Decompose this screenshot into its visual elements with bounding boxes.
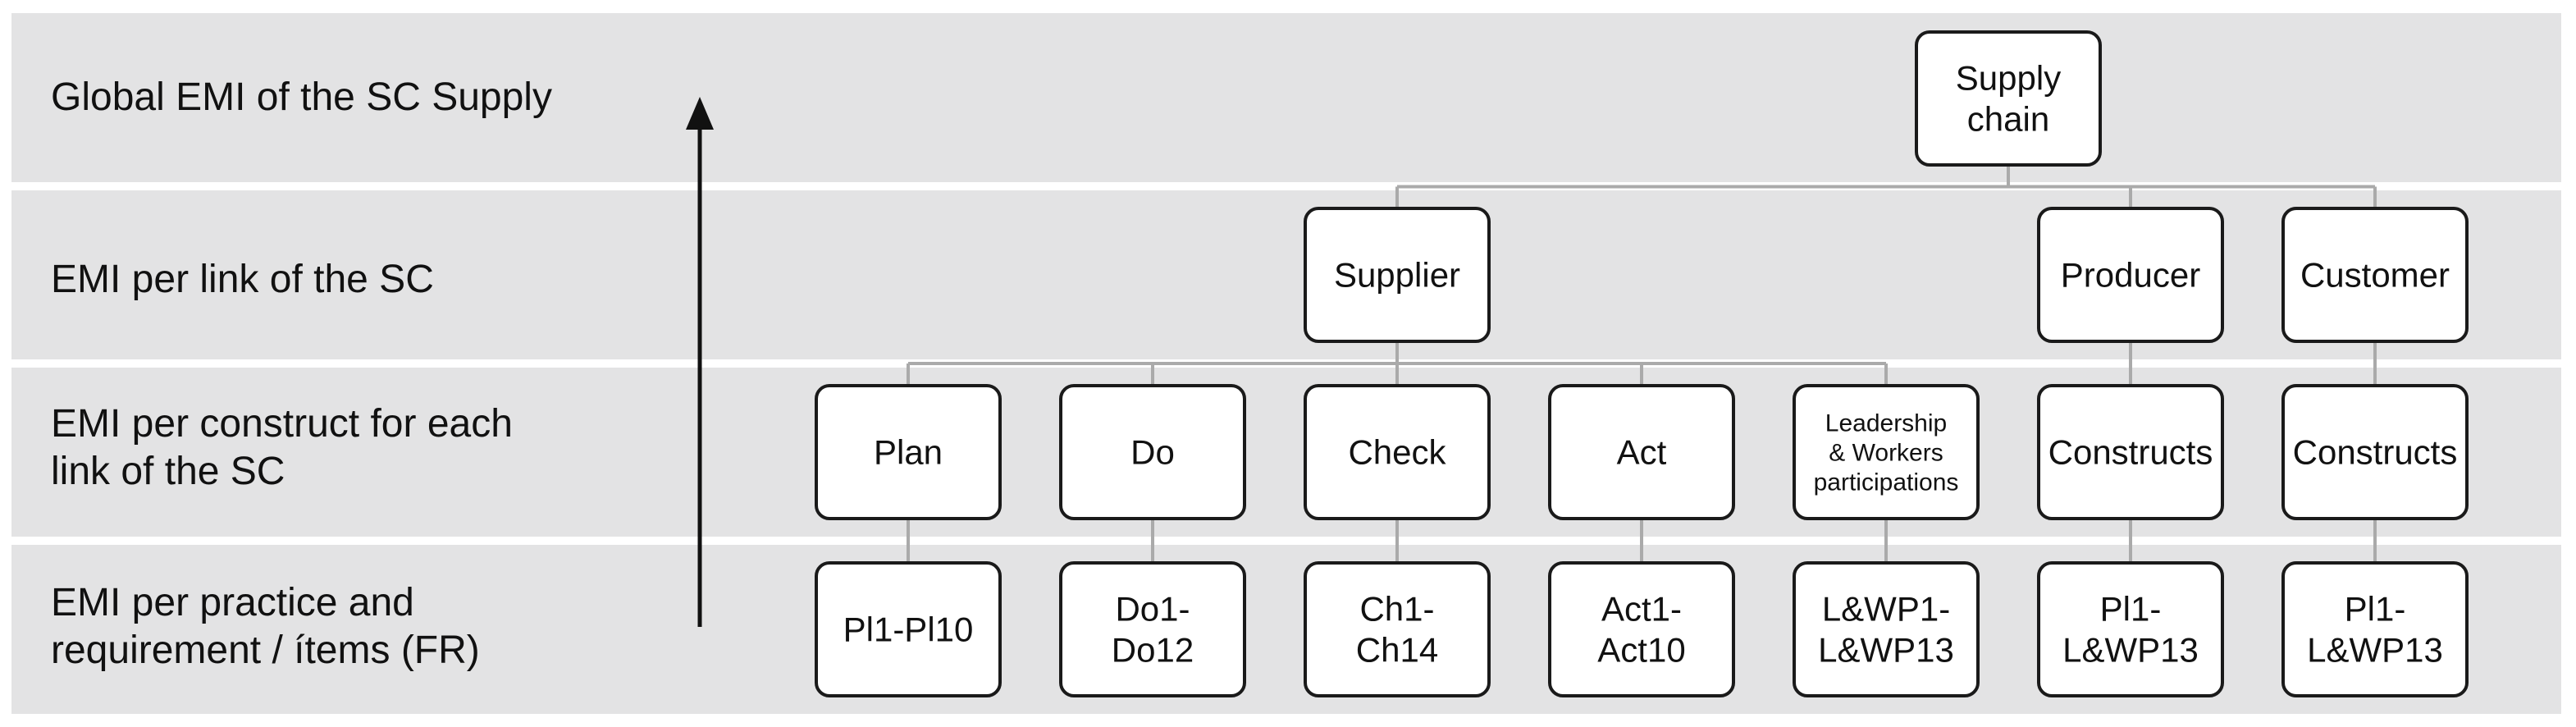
node-box <box>2281 207 2469 343</box>
node-label: Check <box>1348 433 1446 472</box>
node-customer: Customer <box>2281 207 2469 343</box>
node-label: L&WP13 <box>2307 631 2443 670</box>
node-label: Ch1- <box>1359 590 1434 629</box>
node-box <box>1915 30 2102 167</box>
node-customer-items: Pl1-L&WP13 <box>2281 561 2469 697</box>
node-do-items: Do1-Do12 <box>1059 561 1246 697</box>
node-check: Check <box>1304 384 1491 520</box>
node-box <box>1548 561 1735 697</box>
node-act-items: Act1-Act10 <box>1548 561 1735 697</box>
node-box <box>2281 561 2469 697</box>
node-check-items: Ch1-Ch14 <box>1304 561 1491 697</box>
node-plan-items: Pl1-Pl10 <box>815 561 1002 697</box>
level-label-global: Global EMI of the SC Supply <box>51 75 552 119</box>
node-leadership-items: L&WP1-L&WP13 <box>1793 561 1980 697</box>
node-box <box>1793 561 1980 697</box>
level-label-link: EMI per link of the SC <box>51 258 434 301</box>
node-box <box>1793 384 1980 520</box>
node-box <box>2037 384 2224 520</box>
node-producer: Producer <box>2037 207 2224 343</box>
node-label: Pl1- <box>2100 590 2162 629</box>
node-producer-items: Pl1-L&WP13 <box>2037 561 2224 697</box>
node-label: & Workers <box>1829 440 1943 467</box>
node-box <box>1304 384 1491 520</box>
node-label: Customer <box>2300 256 2450 295</box>
level-band-global <box>11 13 2561 182</box>
node-label: Ch14 <box>1356 631 1438 670</box>
node-box <box>1548 384 1735 520</box>
level-label-practice: EMI per practice and requirement / ítems… <box>51 581 480 672</box>
node-box <box>2037 561 2224 697</box>
node-customer-constructs: Constructs <box>2281 384 2469 520</box>
node-label: Producer <box>2061 256 2200 295</box>
node-label: Do <box>1130 433 1175 472</box>
node-label: Supplier <box>1334 256 1460 295</box>
node-plan: Plan <box>815 384 1002 520</box>
node-supplier: Supplier <box>1304 207 1491 343</box>
node-label: Supply <box>1956 59 2061 98</box>
node-label: Pl1-Pl10 <box>843 610 974 649</box>
level-arrow-head <box>686 97 714 130</box>
node-box <box>815 561 1002 697</box>
node-label: Act1- <box>1601 590 1682 629</box>
node-label: Do1- <box>1115 590 1190 629</box>
node-box <box>1304 207 1491 343</box>
node-label: L&WP13 <box>2062 631 2199 670</box>
node-label: participations <box>1814 469 1959 496</box>
node-act: Act <box>1548 384 1735 520</box>
node-box <box>2037 207 2224 343</box>
node-label: L&WP13 <box>1818 631 1954 670</box>
node-label: L&WP1- <box>1822 590 1950 629</box>
node-label: Leadership <box>1825 410 1947 437</box>
node-label: Plan <box>874 433 943 472</box>
node-producer-constructs: Constructs <box>2037 384 2224 520</box>
node-box <box>1059 561 1246 697</box>
node-box <box>1304 561 1491 697</box>
connector-lines <box>907 165 2377 563</box>
node-label: chain <box>1967 100 2049 139</box>
node-box <box>1059 384 1246 520</box>
node-label: Do12 <box>1112 631 1194 670</box>
node-box <box>2281 384 2469 520</box>
node-label: Act10 <box>1597 631 1685 670</box>
level-label-construct: EMI per construct for each link of the S… <box>51 402 513 493</box>
node-label: Constructs <box>2293 433 2458 472</box>
node-box <box>815 384 1002 520</box>
node-label: Constructs <box>2048 433 2213 472</box>
node-label: Pl1- <box>2345 590 2406 629</box>
node-label: Act <box>1617 433 1667 472</box>
node-do: Do <box>1059 384 1246 520</box>
